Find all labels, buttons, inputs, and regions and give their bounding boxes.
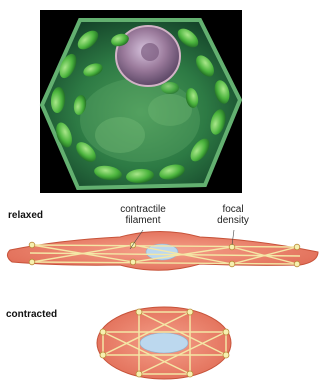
- focal-density: [223, 352, 229, 358]
- focal-density: [294, 261, 300, 267]
- contracted-cell: [97, 307, 231, 379]
- relaxed-label: relaxed: [8, 210, 43, 221]
- contractile-filament-line1: contractile: [104, 204, 182, 215]
- focal-density: [136, 309, 142, 315]
- focal-density: [229, 261, 235, 267]
- focal-density: [187, 309, 193, 315]
- contractile-filament-line2: filament: [104, 215, 182, 226]
- focal-density-label: focal density: [206, 204, 260, 226]
- focal-density: [294, 244, 300, 250]
- focal-density: [29, 259, 35, 265]
- focal-density: [223, 329, 229, 335]
- focal-density: [187, 371, 193, 377]
- contracted-label: contracted: [6, 309, 57, 320]
- focal-density: [130, 259, 136, 265]
- contractile-filament-label: contractile filament: [104, 204, 182, 226]
- focal-density: [100, 329, 106, 335]
- focal-density: [229, 244, 235, 250]
- focal-density-line1: focal: [206, 204, 260, 215]
- relaxed-cell: [7, 230, 318, 270]
- focal-density: [136, 371, 142, 377]
- focal-density: [100, 352, 106, 358]
- focal-density: [29, 242, 35, 248]
- focal-density-line2: density: [206, 215, 260, 226]
- contracted-nucleus: [140, 333, 188, 353]
